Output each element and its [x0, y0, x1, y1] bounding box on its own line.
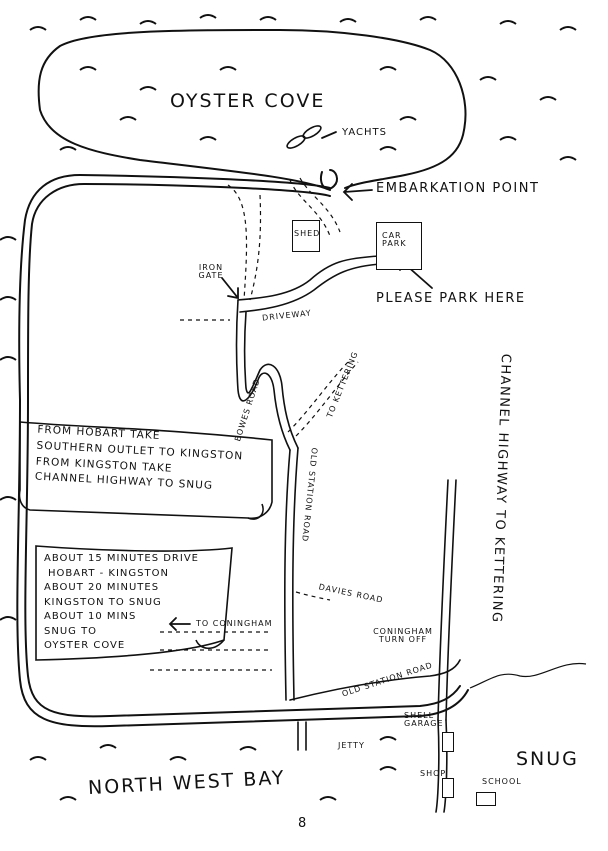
- travel-times-note: ABOUT 15 MINUTES DRIVE HOBART - KINGSTON…: [44, 552, 199, 654]
- jetty: [297, 721, 307, 751]
- embarkation-point-label: EMBARKATION POINT: [376, 181, 540, 196]
- oyster-cove-label: OYSTER COVE: [170, 90, 326, 112]
- travel-times-line: ABOUT 10 MINS: [44, 611, 137, 622]
- davies-road-track: [295, 591, 331, 601]
- track-to-kettering: [287, 359, 351, 433]
- shop-building: [442, 778, 454, 798]
- snug-label: SNUG: [516, 748, 579, 770]
- travel-times-line: KINGSTON TO SNUG: [44, 596, 162, 608]
- iron-gate-label: IRON GATE: [198, 263, 224, 280]
- peninsula-inner-shoreline: [24, 183, 461, 718]
- coningham-turn-off-label: CONINGHAM TURN OFF: [373, 627, 433, 644]
- page-number: 8: [298, 816, 307, 831]
- travel-times-scroll: [35, 545, 233, 661]
- directions-note: FROM HOBART TAKE SOUTHERN OUTLET TO KING…: [34, 423, 244, 497]
- shed-building: [292, 220, 320, 252]
- old-station-road-lower: [289, 659, 461, 701]
- yachts-label: YACHTS: [342, 127, 387, 138]
- to-coningham-label: TO CONINGHAM: [196, 619, 273, 628]
- school-label: SCHOOL: [482, 777, 522, 786]
- directions-scroll: [18, 421, 273, 520]
- embarkation-arrow: [342, 183, 373, 201]
- yacht-icon: [286, 135, 306, 149]
- old-station-road: [284, 449, 291, 701]
- jetty-label: JETTY: [338, 741, 365, 750]
- peninsula-shoreline: [16, 174, 469, 728]
- school-building: [476, 792, 496, 806]
- bowes-road: [235, 299, 291, 451]
- car-park-area: [376, 222, 422, 270]
- travel-times-line: ABOUT 15 MINUTES DRIVE: [44, 553, 199, 564]
- travel-times-line: ABOUT 20 MINUTES: [44, 582, 160, 593]
- wave-pattern: [0, 14, 577, 801]
- shed-label: SHED: [294, 229, 321, 238]
- iron-gate-arrow: [221, 277, 239, 300]
- shop-label: SHOP: [420, 769, 447, 778]
- driveway-road: [237, 255, 381, 301]
- car-park-label: CAR PARK: [382, 231, 407, 248]
- channel-highway: [437, 479, 449, 721]
- track-to-shed: [249, 194, 262, 301]
- travel-times-line: HOBART - KINGSTON: [48, 567, 169, 579]
- oyster-cove-shoreline: [37, 29, 467, 191]
- travel-times-line: SNUG TO: [44, 625, 98, 637]
- yacht-icon: [302, 125, 322, 139]
- shell-garage-building: [442, 732, 454, 752]
- please-park-here-label: PLEASE PARK HERE: [376, 291, 526, 306]
- shell-garage-label: SHELL GARAGE: [404, 711, 444, 728]
- travel-times-line: OYSTER COVE: [44, 640, 126, 651]
